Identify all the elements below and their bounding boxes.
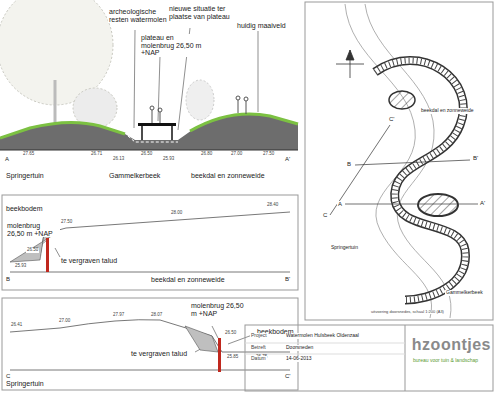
elevation: 28.07 xyxy=(150,313,163,318)
s-bridge xyxy=(375,60,465,300)
elevation: 27.65 xyxy=(22,152,35,157)
title-field: Datum xyxy=(250,356,267,362)
excavation-slope xyxy=(185,326,218,352)
people xyxy=(150,96,248,123)
elevation: 26.50 xyxy=(26,248,39,253)
bridge-post xyxy=(218,338,221,372)
section-mark: C' xyxy=(284,373,291,380)
baseline xyxy=(0,150,298,151)
callout: beekbodem xyxy=(5,205,44,213)
area-name: beekdal en zonneweide xyxy=(420,108,475,114)
elevation: 25.93 xyxy=(14,264,27,269)
grass-surface xyxy=(0,114,298,138)
callout: molenbrug 26,50 m +NAP xyxy=(190,302,248,317)
callout: nieuwe situatie ter plaatse van plateau xyxy=(168,5,240,20)
elevation: 28.00 xyxy=(170,211,183,216)
panel-frame xyxy=(2,298,298,390)
plateau xyxy=(418,194,458,216)
section-lines xyxy=(330,125,478,215)
area-name: Springertuin xyxy=(5,172,45,180)
section-mark: C xyxy=(322,212,328,219)
section-mark: A xyxy=(337,201,343,208)
title-value: 14-06-2013 xyxy=(285,356,313,362)
section-mark: C xyxy=(5,373,11,380)
tree-trunk xyxy=(54,80,57,125)
callout: huidig maaiveld xyxy=(236,22,287,30)
section-mark: A xyxy=(4,156,10,163)
area-name: Springertuin xyxy=(330,245,359,251)
elevation: 27.97 xyxy=(112,313,125,318)
elevation: 27.00 xyxy=(58,319,71,324)
section-mark: B xyxy=(346,161,352,168)
new-situation-line xyxy=(128,136,178,142)
section-mark: B' xyxy=(472,155,479,162)
area-name: Gammelkerbeek xyxy=(108,172,161,180)
logo-text: hzoontjes xyxy=(411,336,492,354)
s-bridge xyxy=(375,60,465,300)
stream-bank xyxy=(365,4,451,318)
elevation: 27.00 xyxy=(230,152,243,157)
section-mark: B' xyxy=(284,276,291,283)
bush xyxy=(186,80,214,120)
elevation: 26.80 xyxy=(200,152,213,157)
section-mark: B xyxy=(5,276,11,283)
logo-subtitle: bureau voor tuin & landschap xyxy=(412,358,479,364)
plateau xyxy=(389,91,415,109)
title-field: Betreft xyxy=(250,345,267,351)
area-name: Gammelkerbeek xyxy=(445,290,484,296)
area-name: beekdal en zonneweide xyxy=(190,172,266,180)
title-value: Doorsneden xyxy=(285,345,314,351)
elevation: 26.50 xyxy=(224,331,237,336)
elevation: 25.85 xyxy=(226,355,239,360)
elevation: 27.50 xyxy=(262,152,275,157)
area-name: beekdal en zonneweide xyxy=(150,276,226,284)
callout: te vergraven talud xyxy=(130,350,188,358)
scale-note: uitvoering doorsnedes, schaal 1:200 (A3) xyxy=(370,310,445,314)
callout: archeologische resten watermolen xyxy=(108,8,172,23)
plateau-bridge xyxy=(138,123,176,126)
title-value: Watermolen Hulsbeek Oldenzaal xyxy=(285,333,360,339)
section-mark: C' xyxy=(388,116,395,123)
title-field: Project xyxy=(250,333,268,339)
elevation: 26.50 xyxy=(140,152,153,157)
elevation: 28.40 xyxy=(266,203,279,208)
elevation: 26.13 xyxy=(112,157,125,162)
bridge-deck-pattern xyxy=(375,60,465,300)
callout: plateau en molenbrug 26,50 m +NAP xyxy=(140,34,208,57)
area-name: Springertuin xyxy=(5,380,45,388)
panel-frame xyxy=(2,195,298,290)
north-arrow xyxy=(336,50,364,78)
section-mark: A' xyxy=(284,156,291,163)
callout: te vergraven talud xyxy=(60,257,118,265)
plan-frame xyxy=(305,2,493,320)
section-mark: A' xyxy=(479,200,486,207)
leader-lines xyxy=(35,28,258,352)
ground-profile xyxy=(0,114,298,150)
terrain-line xyxy=(40,212,290,256)
title-block xyxy=(245,325,493,391)
elevation: 26.71 xyxy=(90,152,103,157)
elevation: 26.41 xyxy=(10,323,23,328)
callout: molenbrug 26,50 m +NAP xyxy=(6,222,60,237)
elevation: 25.93 xyxy=(162,157,175,162)
bridge-post xyxy=(46,238,49,272)
elevation: 27.50 xyxy=(60,220,73,225)
